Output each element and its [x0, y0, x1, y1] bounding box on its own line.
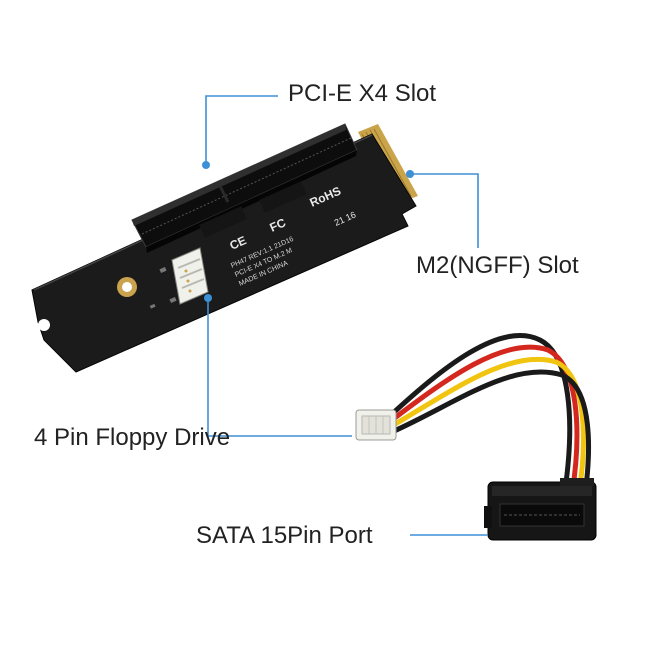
- wire-black: [389, 332, 573, 493]
- wire-yellow: [389, 356, 586, 501]
- callout-line-m2: [410, 173, 479, 248]
- pcie-x4-slot: [131, 123, 358, 253]
- label-m2-slot: M2(NGFF) Slot: [416, 252, 579, 279]
- pcb-body: [31, 133, 417, 373]
- callout-line-floppy: [207, 298, 352, 437]
- board-fc-text: FC: [268, 215, 289, 234]
- wire-black-2: [389, 369, 591, 505]
- board-floppy-header: [171, 247, 209, 305]
- callout-dot-pcie: [202, 161, 210, 169]
- board-ce-text: CE: [228, 233, 249, 253]
- sata-power-cable: [355, 332, 597, 541]
- notch-hole: [38, 319, 50, 331]
- label-floppy: 4 Pin Floppy Drive: [34, 424, 231, 451]
- floppy-plug: [355, 409, 397, 441]
- wire-red: [389, 344, 580, 497]
- adapter-board: RoHS FC CE 21 16 PH47 REV:1.1 21D16 PCI-…: [31, 123, 418, 373]
- callout-dot-floppy: [204, 294, 212, 302]
- label-sata: SATA 15Pin Port: [196, 522, 373, 549]
- callout-line-pcie: [205, 95, 278, 163]
- callout-lines: [202, 95, 488, 536]
- callout-dot-m2: [406, 170, 414, 178]
- sata-plug: [484, 478, 597, 541]
- label-pcie-slot: PCI-E X4 Slot: [288, 80, 437, 107]
